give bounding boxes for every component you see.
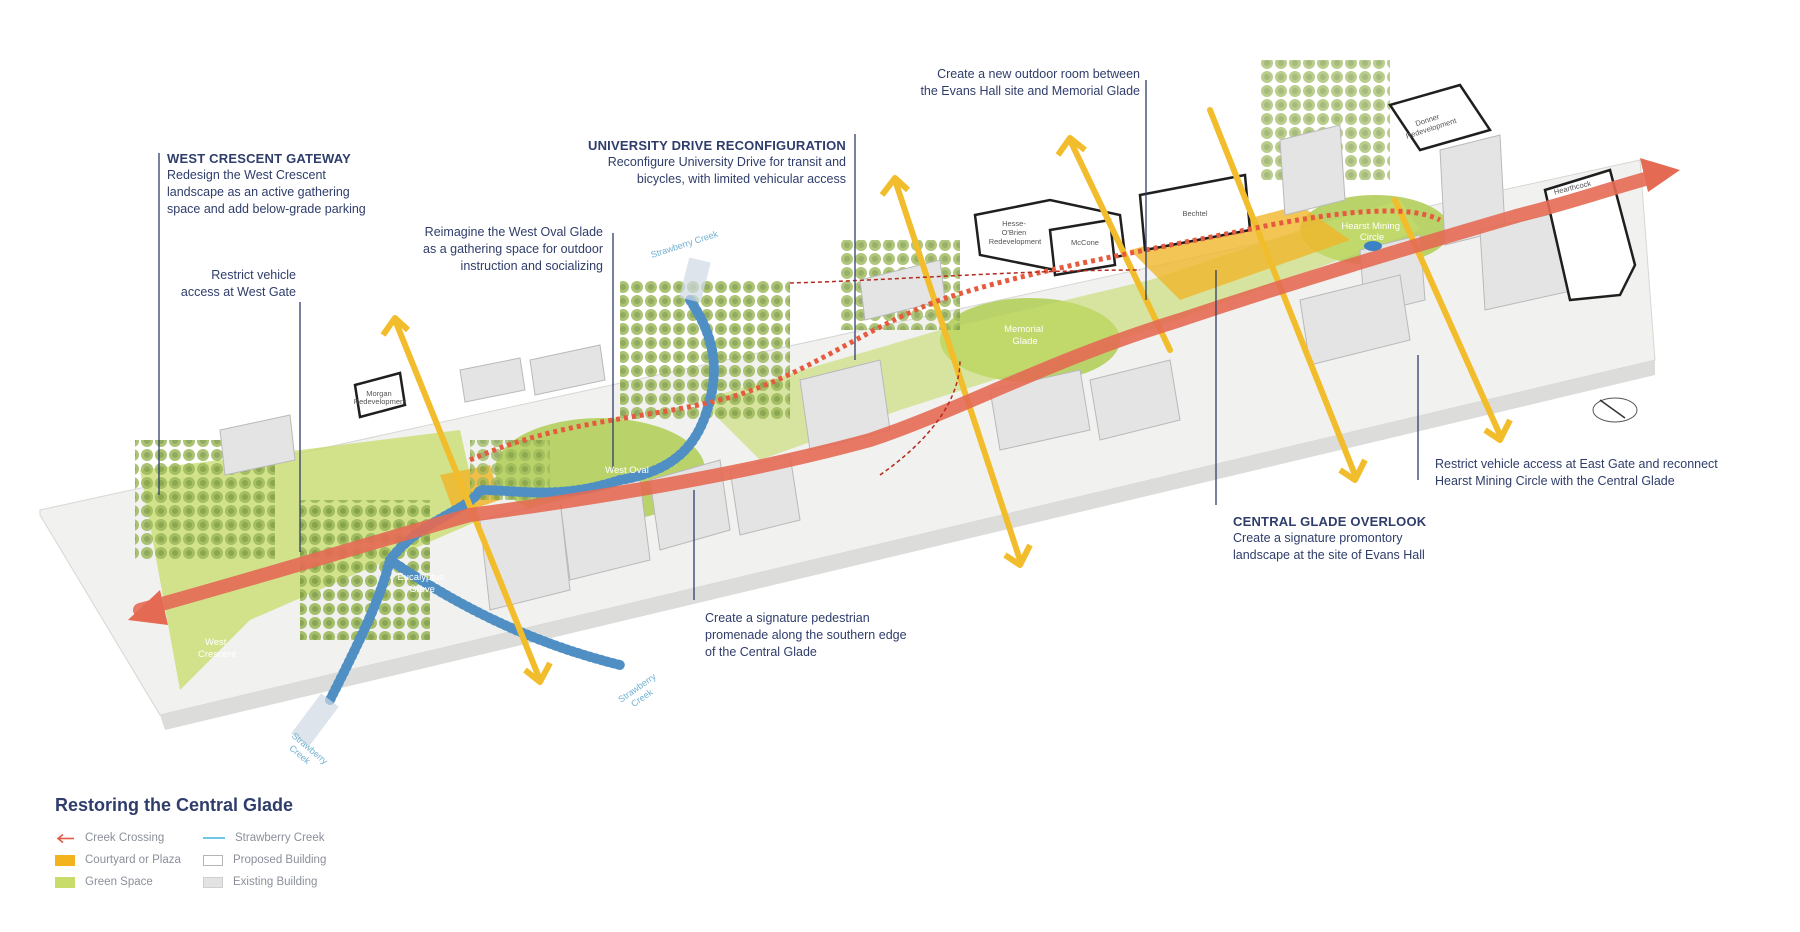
leader-lines (158, 80, 1419, 600)
annotation-heading: UNIVERSITY DRIVE RECONFIGURATION (588, 138, 846, 153)
university-drive-dashed (789, 269, 1141, 284)
legend: Restoring the Central Glade Creek Crossi… (55, 795, 395, 890)
annotation-line: Redesign the West Crescent (167, 168, 326, 182)
proposed-building-swatch (203, 854, 223, 866)
plaza-central (1130, 205, 1350, 300)
legend-item-proposed-building: Proposed Building (203, 852, 363, 868)
strawberry-creek (325, 295, 719, 705)
annotation-line: space and add below-grade parking (167, 202, 366, 216)
annotation-line: Reconfigure University Drive for transit… (607, 155, 846, 169)
legend-item-strawberry-creek: Strawberry Creek (203, 830, 363, 846)
label-west-crescent: West Crescent (198, 637, 236, 660)
annotation-line: Create a signature pedestrian (705, 611, 870, 625)
annotation-line: instruction and socializing (460, 259, 603, 273)
creek-line-icon (203, 837, 225, 839)
plaza-swatch (55, 854, 75, 866)
label-hearst-mining-circle: Hearst Mining Circle (1341, 221, 1402, 243)
legend-label: Creek Crossing (85, 832, 165, 844)
annotation-line: the Evans Hall site and Memorial Glade (920, 84, 1140, 98)
annotation-line: Reimagine the West Oval Glade (424, 225, 603, 239)
annotation-line: bicycles, with limited vehicular access (636, 172, 846, 186)
annotation-restrict-west-gate: Restrict vehicle access at West Gate (130, 267, 296, 301)
annotation-line: landscape at the site of Evans Hall (1233, 548, 1425, 562)
annotation-outdoor-room: Create a new outdoor room between the Ev… (876, 66, 1140, 100)
legend-grid: Creek Crossing Strawberry Creek Courtyar… (55, 830, 395, 890)
proposed-buildings (353, 83, 1637, 419)
label-mccone: McCone (1071, 238, 1099, 247)
green-space-swatch (55, 876, 75, 888)
strawberry-creek-east (385, 555, 625, 670)
axis-arrowheads (380, 135, 1513, 685)
legend-item-existing-building: Existing Building (203, 874, 363, 890)
annotation-central-glade-overlook: CENTRAL GLADE OVERLOOK Create a signatur… (1233, 513, 1483, 564)
annotation-line: as a gathering space for outdoor (423, 242, 603, 256)
annotation-east-gate: Restrict vehicle access at East Gate and… (1435, 456, 1765, 490)
creek-flow-arrow-south (291, 693, 339, 747)
annotation-heading: WEST CRESCENT GATEWAY (167, 151, 352, 166)
legend-item-green-space: Green Space (55, 874, 203, 890)
legend-label: Strawberry Creek (235, 832, 325, 844)
annotation-line: access at West Gate (180, 285, 296, 299)
plaza-loop-dotted (468, 208, 1442, 463)
legend-item-creek-crossing: Creek Crossing (55, 830, 203, 846)
annotation-line: Restrict vehicle (211, 268, 296, 282)
compass (1592, 397, 1638, 423)
label-memorial-glade: Memorial Glade (1004, 324, 1046, 347)
promenade-arrowhead-west (128, 590, 168, 625)
annotation-line: Restrict vehicle access at East Gate and… (1435, 457, 1718, 471)
annotation-west-crescent-gateway: WEST CRESCENT GATEWAY Redesign the West … (167, 150, 407, 218)
annotation-university-drive: UNIVERSITY DRIVE RECONFIGURATION Reconfi… (540, 137, 846, 188)
label-eucalyptus-grove: Eucalyptus Grove (397, 572, 446, 595)
annotation-heading: CENTRAL GLADE OVERLOOK (1233, 514, 1427, 529)
label-strawberry-creek-north: Strawberry Creek (650, 229, 720, 260)
annotation-line: Hearst Mining Circle with the Central Gl… (1435, 474, 1675, 488)
legend-item-courtyard-plaza: Courtyard or Plaza (55, 852, 203, 868)
legend-title: Restoring the Central Glade (55, 795, 294, 815)
annotation-line: landscape as an active gathering (167, 185, 350, 199)
label-strawberry-creek-se: Strawberry Creek (616, 670, 666, 714)
annotation-line: promenade along the southern edge (705, 628, 907, 642)
axis-arrows (392, 107, 1503, 683)
annotation-line: Create a signature promontory (1233, 531, 1403, 545)
legend-label: Courtyard or Plaza (85, 854, 181, 866)
hearst-fountain (1364, 241, 1382, 251)
creek-crossing-arrow-icon (56, 833, 74, 843)
annotation-west-oval-glade: Reimagine the West Oval Glade as a gathe… (360, 224, 603, 275)
label-bechtel: Bechtel (1182, 209, 1207, 218)
legend-label: Existing Building (233, 876, 318, 888)
annotation-promenade: Create a signature pedestrian promenade … (705, 610, 955, 661)
promenade-path (133, 168, 1667, 617)
existing-building-swatch (203, 876, 223, 888)
tree-mass-north (620, 280, 790, 420)
annotation-line: of the Central Glade (705, 645, 817, 659)
legend-label: Proposed Building (233, 854, 327, 866)
creek-flow-arrow-north (679, 257, 711, 303)
label-hesse: Hesse- O'Brien Redevelopment (989, 219, 1042, 246)
promenade-arrowhead-east (1640, 158, 1680, 192)
label-west-oval: West Oval (605, 465, 649, 476)
legend-label: Green Space (85, 876, 153, 888)
label-morgan: Morgan Redevelopment (354, 389, 407, 406)
annotation-line: Create a new outdoor room between (937, 67, 1140, 81)
